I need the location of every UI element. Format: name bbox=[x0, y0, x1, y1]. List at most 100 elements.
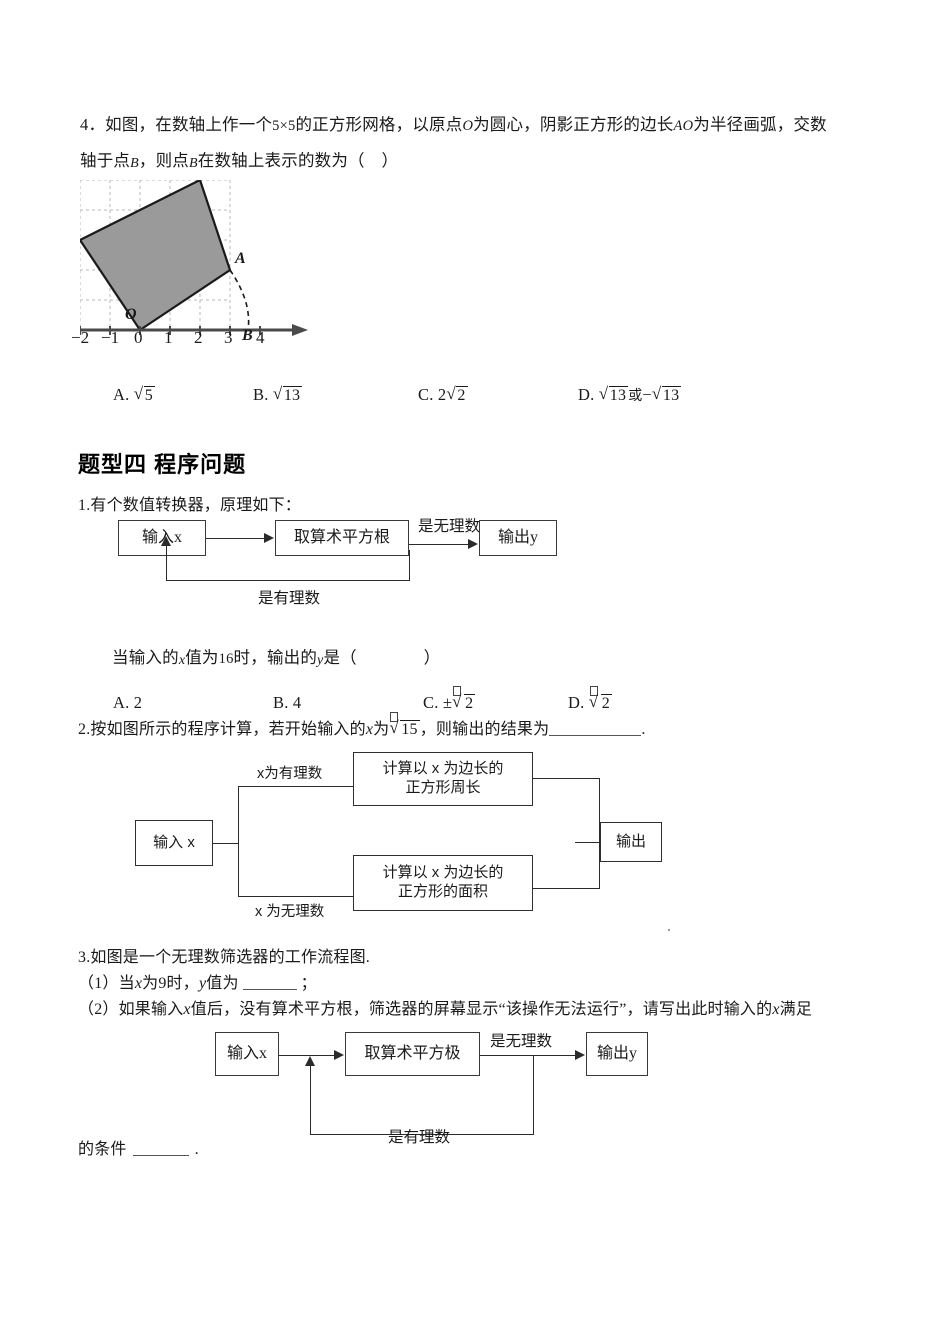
fc2-perimeter-box: 计算以 x 为边长的 正方形周长 bbox=[353, 752, 533, 806]
q3-part1-c: 值为 bbox=[206, 975, 239, 992]
q3-part2-blank[interactable] bbox=[132, 1140, 189, 1156]
fc1-output-box: 输出y bbox=[479, 520, 557, 556]
fc2-output-label: 输出 bbox=[615, 832, 646, 850]
q4-text-b: 的正方形网格，以原点 bbox=[295, 115, 463, 134]
q4-option-d-key: D. bbox=[578, 385, 595, 404]
fc3-conn-input-process bbox=[279, 1055, 334, 1056]
q4-option-a-key: A. bbox=[113, 385, 130, 404]
q3-part1-blank[interactable] bbox=[242, 974, 297, 990]
q4-option-c[interactable]: C. 2√2 bbox=[418, 382, 468, 408]
q2-answer-blank[interactable] bbox=[549, 720, 642, 736]
fc3-arrow-process bbox=[334, 1050, 344, 1060]
q1-option-b-value: 4 bbox=[292, 693, 302, 712]
section-heading: 题型四 程序问题 bbox=[78, 452, 247, 477]
q3-part1-d: ； bbox=[300, 975, 317, 992]
number-line-square-figure: −2 −1 0 1 2 3 B 4 O A bbox=[71, 178, 380, 360]
fc1-process-label: 取算术平方根 bbox=[293, 529, 390, 546]
q4-text-d: 为半径画弧，交数 bbox=[693, 115, 827, 134]
fc1-label-rational: 是有理数 bbox=[258, 590, 321, 607]
q1-prompt-b: 值为 bbox=[185, 648, 219, 667]
q4-origin-symbol: O bbox=[462, 118, 474, 134]
fc3-arrow-output bbox=[575, 1050, 585, 1060]
question4-number: 4． bbox=[80, 115, 106, 134]
q3-part1-x: x bbox=[134, 975, 143, 992]
question3-stem: 3.如图是一个无理数筛选器的工作流程图. bbox=[78, 946, 370, 971]
q3-part2-a: （2）如果输入 bbox=[78, 1001, 184, 1018]
fc1-label-irrational: 是无理数 bbox=[418, 518, 481, 535]
q3-part2-b: 值后，没有算术平方根，筛选器的屏幕显示“该操作无法运行”，请写出此时输入的 bbox=[190, 1001, 773, 1018]
q1-option-b[interactable]: B. 4 bbox=[273, 690, 301, 716]
question1-number: 1. bbox=[78, 497, 91, 514]
question1-stem: 1.有个数值转换器，原理如下： bbox=[78, 494, 301, 519]
question3-number: 3. bbox=[78, 949, 91, 966]
q4-option-d-radicand-1: 13 bbox=[608, 386, 629, 404]
q1-option-c-key: C. bbox=[423, 693, 439, 712]
q1-option-a-value: 2 bbox=[133, 693, 143, 712]
q4-grid-size: 5×5 bbox=[272, 118, 296, 134]
q4-ao-symbol: AO bbox=[673, 118, 694, 134]
fc2-input-box: 输入 x bbox=[135, 820, 213, 866]
fc2-conn-bottom-merge bbox=[532, 888, 600, 889]
fc2-perimeter-line1: 计算以 x 为边长的 bbox=[382, 760, 504, 778]
q4-l2-c: 在数轴上表示的数为（ ） bbox=[197, 151, 399, 170]
fc3-conn-process-output bbox=[480, 1055, 575, 1056]
q4-option-c-radicand: 2 bbox=[456, 386, 468, 404]
q2-text-c: ，则输出的结果为 bbox=[419, 721, 550, 738]
fc2-label-irrational: x 为无理数 bbox=[255, 904, 325, 920]
axis-label-1: 1 bbox=[164, 328, 173, 347]
q4-option-b-radicand: 13 bbox=[282, 386, 303, 404]
q4-text-c: 为圆心，阴影正方形的边长 bbox=[473, 115, 674, 134]
axis-ticks bbox=[79, 326, 261, 335]
q1-prompt-d: 是（ ） bbox=[323, 648, 441, 667]
fc2-input-label: 输入 x bbox=[153, 833, 195, 851]
fc3-process-box: 取算术平方极 bbox=[345, 1032, 480, 1076]
fc2-area-line1: 计算以 x 为边长的 bbox=[382, 864, 504, 882]
axis-arrowhead bbox=[292, 324, 308, 336]
q4-option-b-radical: √13 bbox=[272, 384, 303, 404]
stray-mark bbox=[668, 929, 670, 931]
q4-option-c-coef: 2 bbox=[437, 385, 447, 404]
q1-option-d-key: D. bbox=[568, 693, 585, 712]
q4-option-d-or: 或 bbox=[628, 389, 643, 404]
q1-option-a-key: A. bbox=[113, 693, 130, 712]
q4-option-b[interactable]: B. √13 bbox=[253, 382, 303, 408]
question1-stem-text: 有个数值转换器，原理如下： bbox=[90, 497, 302, 514]
fc2-conn-output bbox=[575, 842, 601, 843]
q1-option-c-radicand: 2 bbox=[464, 694, 476, 712]
axis-label-2: 2 bbox=[194, 328, 203, 347]
question4-line2: 轴于点B，则点B在数轴上表示的数为（ ） bbox=[80, 148, 398, 175]
fc3-loop-right-vert bbox=[533, 1055, 534, 1135]
fc1-arrow-loop bbox=[161, 536, 171, 546]
fc3-output-box: 输出y bbox=[586, 1032, 648, 1076]
q1-option-d-radicand: 2 bbox=[600, 694, 612, 712]
q3-part2-x1: x bbox=[183, 1001, 191, 1018]
q4-b-symbol-2: B bbox=[188, 156, 198, 171]
fc2-output-box: 输出 bbox=[600, 822, 662, 862]
q1-option-d-radical: 4√2 bbox=[589, 686, 612, 712]
q2-text-b: 为 bbox=[373, 721, 390, 738]
fc2-conn-top-branch bbox=[238, 786, 354, 787]
q1-option-b-key: B. bbox=[273, 693, 289, 712]
q4-l2-a: 轴于点 bbox=[80, 151, 131, 170]
axis-label-neg1: −1 bbox=[101, 328, 120, 347]
fc2-left-split-vert bbox=[238, 786, 239, 896]
q1-option-c-sign: ± bbox=[442, 693, 453, 712]
q1-option-c[interactable]: C. ±4√2 bbox=[423, 686, 476, 716]
q1-prompt-y: y bbox=[317, 653, 324, 668]
fc1-process-box: 取算术平方根 bbox=[275, 520, 409, 556]
q1-option-d[interactable]: D. 4√2 bbox=[568, 686, 612, 716]
q4-option-d-radical-1: √13 bbox=[598, 384, 629, 404]
fc3-arrow-loop bbox=[305, 1056, 315, 1066]
fc1-output-label: 输出y bbox=[497, 529, 538, 546]
fc2-conn-bottom-branch bbox=[238, 896, 354, 897]
axis-label-neg2: −2 bbox=[71, 328, 90, 347]
fc3-label-rational: 是有理数 bbox=[388, 1129, 451, 1146]
question3-tail: 的条件. bbox=[78, 1138, 199, 1163]
question2-stem: 2.按如图所示的程序计算，若开始输入的x为4√15，则输出的结果为. bbox=[78, 712, 646, 743]
q3-part1-b: 为9时， bbox=[142, 975, 199, 992]
q1-option-a[interactable]: A. 2 bbox=[113, 690, 142, 716]
q4-b-symbol-1: B bbox=[130, 156, 139, 171]
q4-option-a[interactable]: A. √5 bbox=[113, 382, 155, 408]
q3-tail-a: 的条件 bbox=[78, 1141, 127, 1158]
